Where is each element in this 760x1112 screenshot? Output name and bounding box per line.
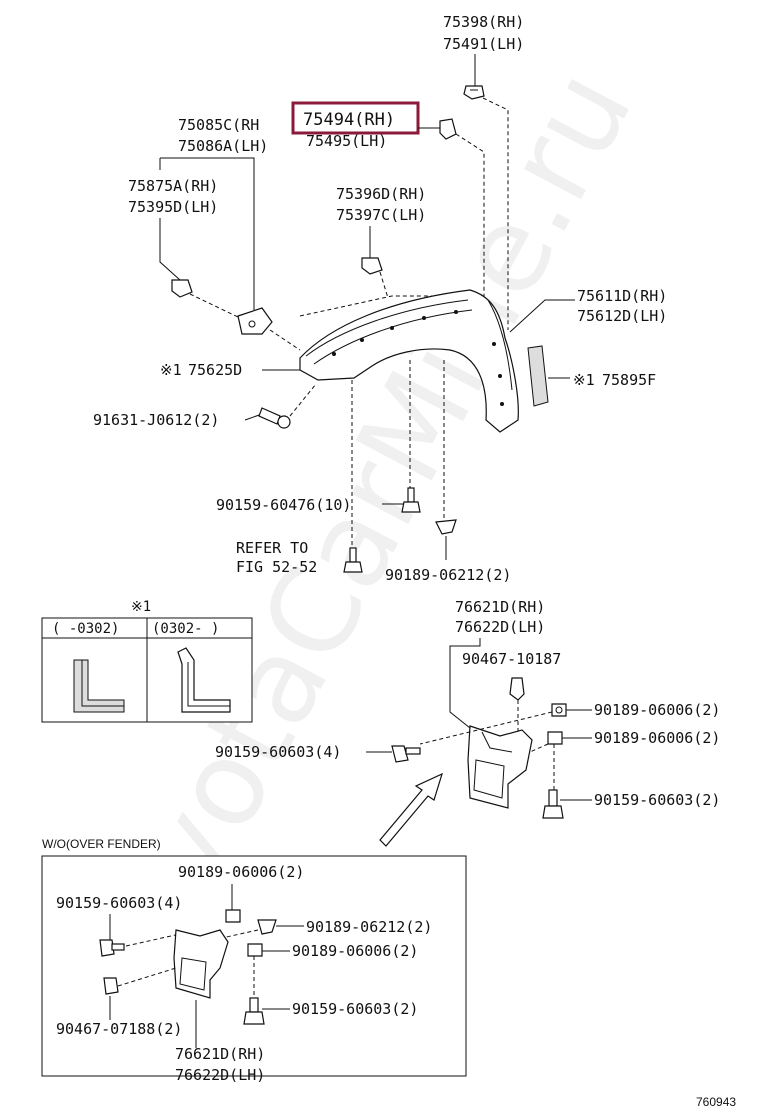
highlight-box <box>291 101 420 135</box>
inset-note-symbol: ※1 <box>131 599 151 615</box>
label-75397c[interactable]: 75397C(LH) <box>336 206 426 224</box>
label-76621d[interactable]: 76621D(RH) <box>455 598 545 616</box>
clip-90189-06006-b-icon <box>547 731 563 745</box>
label-75086a[interactable]: 75086A(LH) <box>178 137 268 155</box>
note-symbol-75895f: ※1 <box>573 371 595 389</box>
label-75625d[interactable]: 75625D <box>188 361 242 379</box>
wo-clip-mid-icon <box>247 943 263 957</box>
label-75895f[interactable]: 75895F <box>602 371 656 389</box>
wo-clip-06212-icon <box>257 919 277 935</box>
label-76622d[interactable]: 76622D(LH) <box>455 618 545 636</box>
label-75085c[interactable]: 75085C(RH <box>178 116 259 134</box>
wo-label-76622d[interactable]: 76622D(LH) <box>175 1066 265 1084</box>
over-fender-75611d[interactable] <box>299 289 519 433</box>
screw-91631-icon <box>258 407 291 429</box>
clip-75396d-icon <box>361 257 383 275</box>
seal-75895f-icon <box>527 345 549 407</box>
label-75396d[interactable]: 75396D(RH) <box>336 185 426 203</box>
clip-75398-icon <box>463 85 485 100</box>
inset-col2-header: (0302- ) <box>152 621 219 637</box>
clip-75875a-icon <box>171 279 193 298</box>
wo-title: W/O(OVER FENDER) <box>42 837 161 851</box>
refer-line-1: REFER TO <box>236 539 308 557</box>
label-91631[interactable]: 91631-J0612(2) <box>93 411 219 429</box>
diagram-id: 760943 <box>696 1095 736 1109</box>
wo-label-90467-07188[interactable]: 90467-07188(2) <box>56 1020 182 1038</box>
direction-arrow-icon <box>379 772 443 847</box>
wo-screw-left-icon <box>103 977 119 995</box>
label-75612d[interactable]: 75612D(LH) <box>577 307 667 325</box>
profile-old-icon <box>73 659 125 713</box>
clip-75494-icon <box>439 118 457 140</box>
refer-line-2[interactable]: FIG 52-52 <box>236 558 317 576</box>
label-90189-06212[interactable]: 90189-06212(2) <box>385 566 511 584</box>
wo-label-90189-06006-mid[interactable]: 90189-06006(2) <box>292 942 418 960</box>
clip-90189-06006-a-icon <box>551 703 567 717</box>
mudguard-76621d[interactable] <box>467 725 533 809</box>
wo-label-90189-06212[interactable]: 90189-06212(2) <box>306 918 432 936</box>
label-75494[interactable]: 75494(RH) <box>303 110 395 130</box>
wo-mudguard-76621d[interactable] <box>173 929 229 999</box>
bolt-refer-icon <box>343 547 363 573</box>
clip-90467-10187-icon <box>509 677 525 701</box>
label-75395d[interactable]: 75395D(LH) <box>128 198 218 216</box>
label-75611d[interactable]: 75611D(RH) <box>577 287 667 305</box>
bracket-75085c-icon <box>237 307 273 335</box>
label-75398[interactable]: 75398(RH) <box>443 13 524 31</box>
label-75875a[interactable]: 75875A(RH) <box>128 177 218 195</box>
wo-label-90159-60603-2[interactable]: 90159-60603(2) <box>292 1000 418 1018</box>
wo-bolt-left-icon <box>99 939 125 957</box>
clip-90189-06212-icon <box>435 519 457 535</box>
note-symbol-75625d: ※1 <box>160 361 182 379</box>
label-90467-10187[interactable]: 90467-10187 <box>462 650 561 668</box>
label-90159-60603-l[interactable]: 90159-60603(4) <box>215 743 341 761</box>
label-75491[interactable]: 75491(LH) <box>443 35 524 53</box>
wo-label-76621d[interactable]: 76621D(RH) <box>175 1045 265 1063</box>
label-75495[interactable]: 75495(LH) <box>306 132 387 150</box>
wo-label-90189-06006-top[interactable]: 90189-06006(2) <box>178 863 304 881</box>
inset-col1-header: ( -0302) <box>52 621 119 637</box>
label-90159-60603-r[interactable]: 90159-60603(2) <box>594 791 720 809</box>
bolt-90159-60603-l-icon <box>391 745 421 763</box>
wo-label-90159-60603-4[interactable]: 90159-60603(4) <box>56 894 182 912</box>
profile-new-icon <box>177 647 231 713</box>
wo-clip-top-icon <box>225 909 241 923</box>
wo-bolt-bottom-icon <box>243 997 265 1025</box>
label-90189-06006-b[interactable]: 90189-06006(2) <box>594 729 720 747</box>
label-90189-06006-a[interactable]: 90189-06006(2) <box>594 701 720 719</box>
bolt-90159-60603-r-icon <box>542 789 564 819</box>
label-90159-60476[interactable]: 90159-60476(10) <box>216 496 351 514</box>
bolt-90159-60476-icon <box>401 487 421 513</box>
